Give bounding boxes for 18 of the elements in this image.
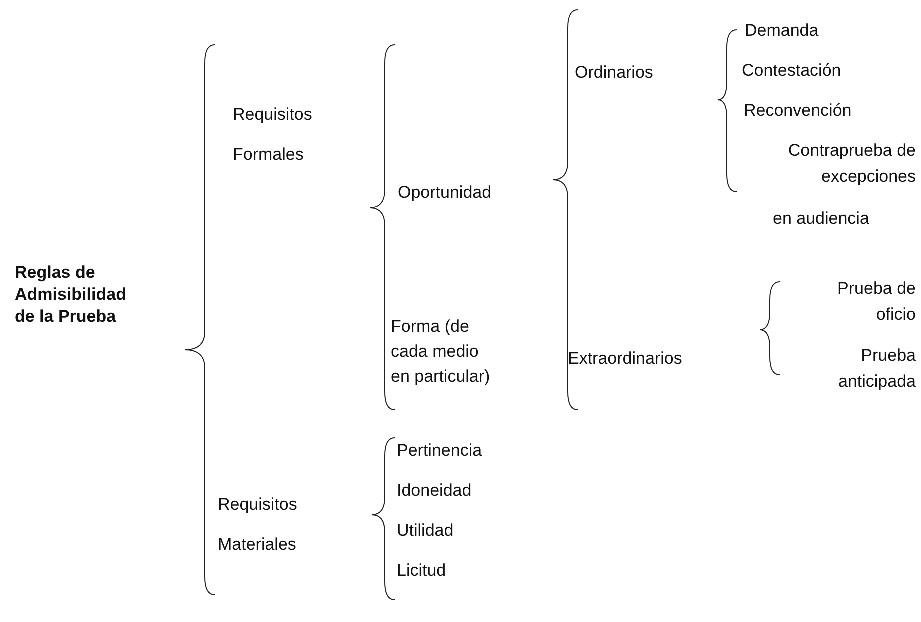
category-label: Idoneidad [397, 480, 472, 502]
category-label: Ordinarios [575, 62, 654, 84]
category-label: Contraprueba de excepciones [787, 140, 916, 188]
root-label: Reglas de Admisibilidad de la Prueba [15, 262, 127, 328]
category-label: Reconvención [744, 100, 852, 122]
category-label: Forma (de cada medio en particular) [391, 316, 492, 388]
category-label: Requisitos Materiales [218, 494, 298, 556]
category-label: Extraordinarios [568, 348, 682, 370]
category-label: Prueba de oficio [836, 278, 916, 326]
category-label: Contestación [742, 60, 842, 82]
category-label: Prueba anticipada [837, 345, 916, 393]
category-label: en audiencia [773, 208, 870, 230]
category-label: Requisitos Formales [233, 104, 314, 166]
category-label: Oportunidad [398, 182, 492, 204]
category-label: Utilidad [397, 520, 454, 542]
category-label: Licitud [397, 560, 446, 582]
category-label: Pertinencia [397, 440, 482, 462]
category-label: Demanda [745, 20, 819, 42]
